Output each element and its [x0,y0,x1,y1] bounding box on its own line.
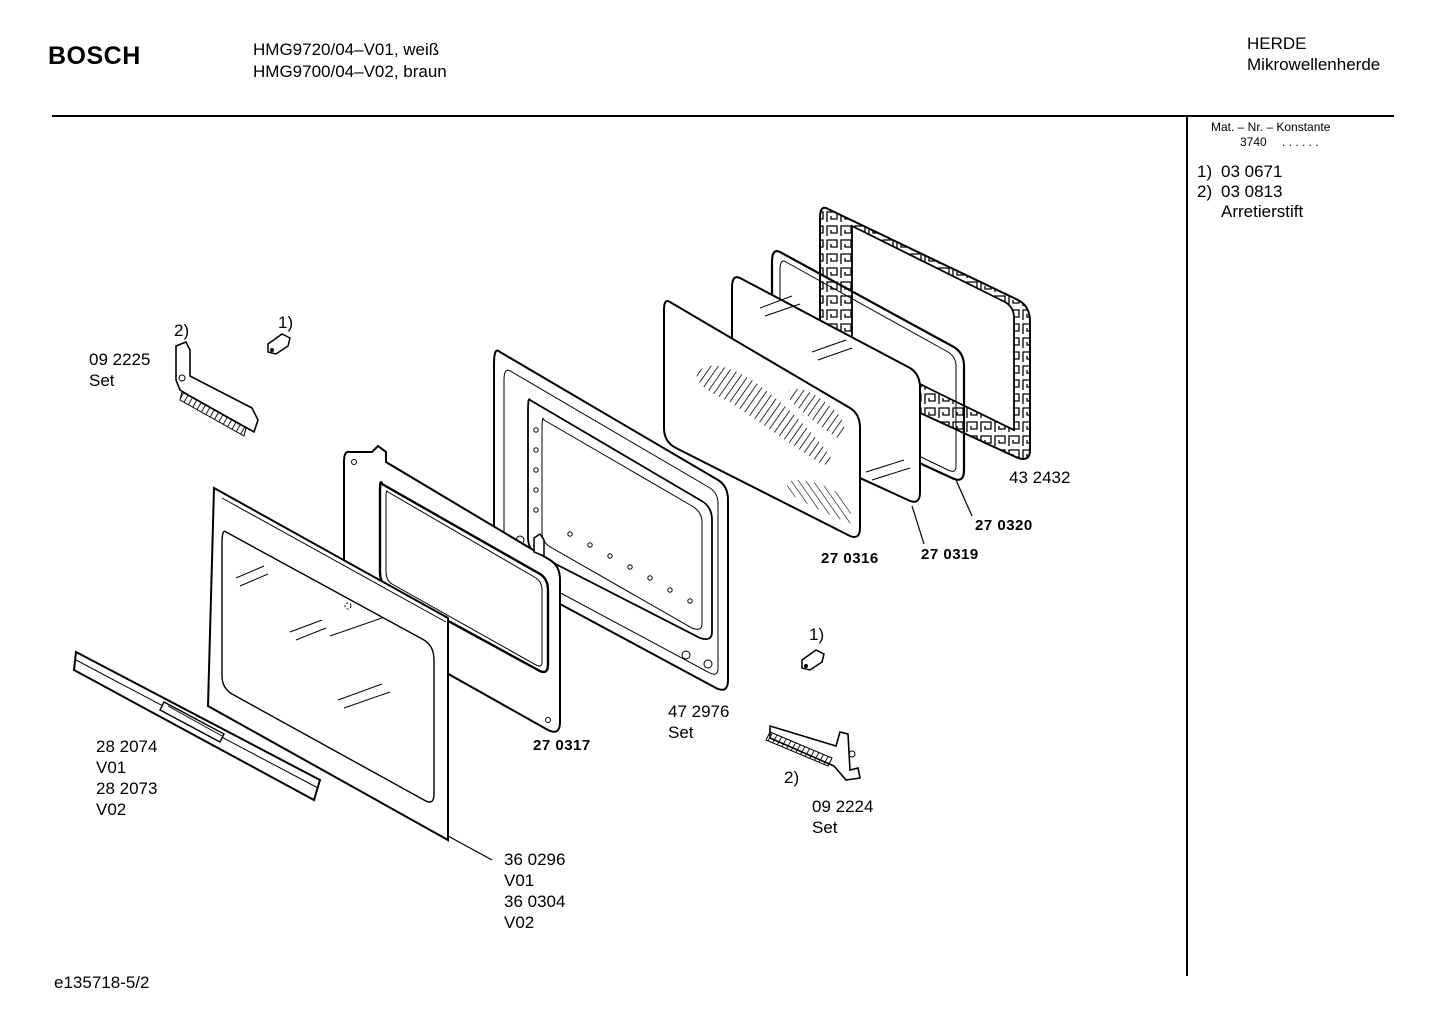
handle-v02-part-number: 28 2073 [96,779,158,798]
middle-frame [343,444,561,733]
model-line-1: HMG9720/04–V01, weiß [253,40,440,59]
frame-seal [770,250,966,481]
middle-frame-part-number: 27 0317 [533,737,591,754]
front-glass-panel [206,486,449,842]
front-glass-v02-label: V02 [504,913,535,932]
handle-v01-part-number: 28 2074 [96,737,158,756]
left-hinge-marker: 2) [174,321,190,340]
right-pin-marker: 1) [809,625,825,644]
left-hinge-part-number: 09 2225 [89,350,151,369]
header-divider [52,115,1394,117]
note-1-marker: 1) [1197,162,1213,181]
exploded-parts-drawing [72,206,1031,861]
inner-glass-part-number: 27 0316 [821,550,879,567]
category-line-2: Mikrowellenherde [1247,55,1381,74]
front-glass-v01-label: V01 [504,871,535,890]
inner-door-set-label: Set [668,723,694,742]
glass-seal [731,276,921,503]
front-glass-v01-part-number: 36 0296 [504,850,566,869]
handle-v01-label: V01 [96,758,127,777]
note-2-description: Arretierstift [1221,202,1304,221]
right-hinge-part-number: 09 2224 [812,797,874,816]
frame-seal-leader [955,479,973,517]
material-value: 3740 [1240,135,1267,149]
note-1-value: 03 0671 [1221,162,1283,181]
right-locking-pin [801,649,825,671]
outer-seal-part-number: 43 2432 [1009,468,1071,487]
handle-v02-label: V02 [96,800,127,819]
material-dots: . . . . . . [1282,135,1319,149]
left-pin-marker: 1) [278,313,294,332]
inner-door-panel [493,349,729,691]
note-2-marker: 2) [1197,182,1213,201]
front-glass-v02-part-number: 36 0304 [504,892,566,911]
note-2-value: 03 0813 [1221,182,1283,201]
inner-door-part-number: 47 2976 [668,702,730,721]
right-hinge-set [765,724,861,781]
left-locking-pin [267,333,291,355]
document-id: e135718-5/2 [54,973,150,992]
category-line-1: HERDE [1247,34,1307,53]
left-hinge-set [175,340,259,437]
model-line-2: HMG9700/04–V02, braun [253,62,447,81]
sidebar-divider [1186,116,1188,976]
door-handle [72,650,322,802]
right-hinge-set-label: Set [812,818,838,837]
inner-glass-mesh [663,300,861,538]
glass-seal-leader [911,505,925,545]
front-glass-leader [447,835,493,861]
outer-door-seal [819,206,1031,460]
right-hinge-marker: 2) [784,768,800,787]
left-hinge-set-label: Set [89,371,115,390]
brand-logo: BOSCH [48,42,141,70]
frame-seal-part-number: 27 0320 [975,517,1033,534]
material-header: Mat. – Nr. – Konstante [1211,120,1331,134]
glass-seal-part-number: 27 0319 [921,546,979,563]
